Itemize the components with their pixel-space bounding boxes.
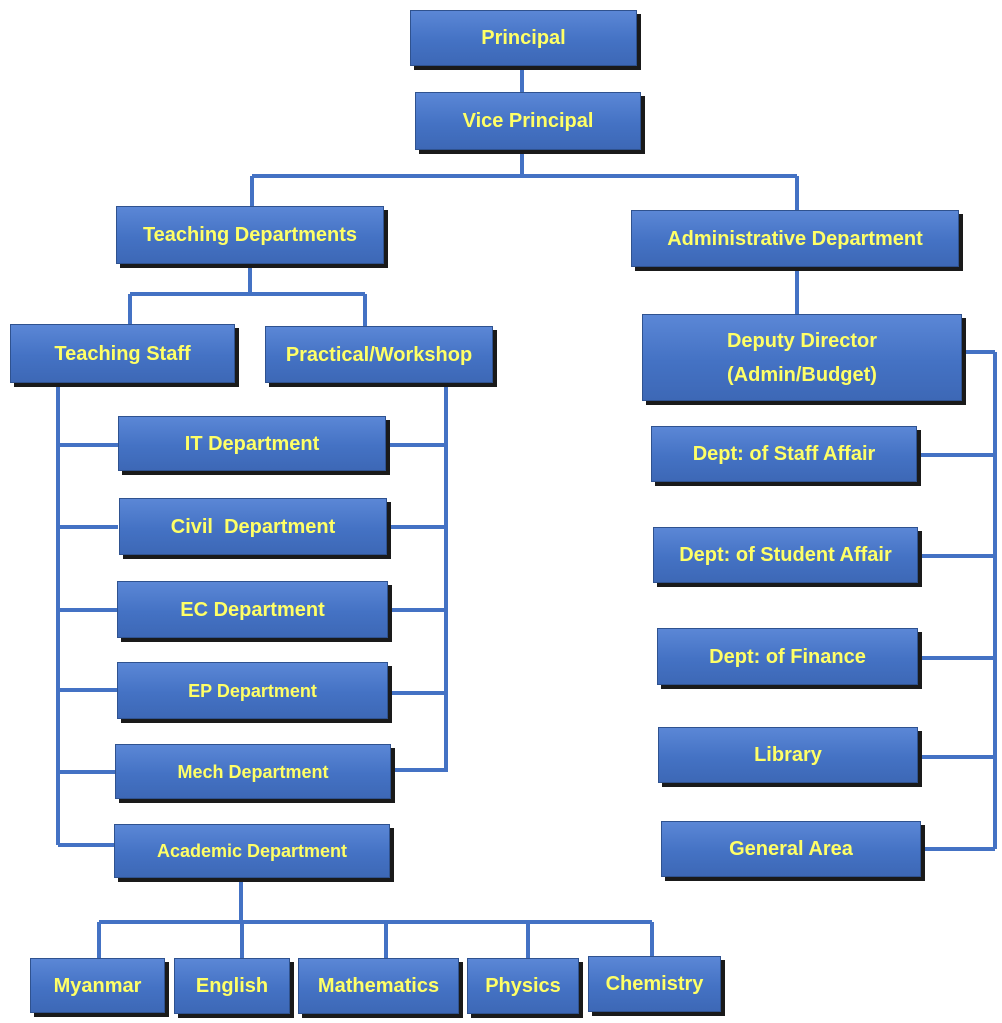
node-vice-principal: Vice Principal — [415, 92, 641, 150]
node-chemistry: Chemistry — [588, 956, 721, 1012]
node-civil-department: Civil Department — [119, 498, 387, 555]
node-ec-department: EC Department — [117, 581, 388, 638]
node-mathematics: Mathematics — [298, 958, 459, 1014]
deputy-director-title: Deputy Director — [726, 329, 878, 352]
node-academic-department: Academic Department — [114, 824, 390, 878]
node-english: English — [174, 958, 290, 1014]
node-library: Library — [658, 727, 918, 783]
node-dept-staff-affair: Dept: of Staff Affair — [651, 426, 917, 482]
node-teaching-departments: Teaching Departments — [116, 206, 384, 264]
node-deputy-director: Deputy Director (Admin/Budget) — [642, 314, 962, 401]
node-myanmar: Myanmar — [30, 958, 165, 1013]
node-teaching-staff: Teaching Staff — [10, 324, 235, 383]
deputy-director-subtitle: (Admin/Budget) — [727, 363, 877, 386]
node-mech-department: Mech Department — [115, 744, 391, 799]
node-dept-finance: Dept: of Finance — [657, 628, 918, 685]
node-practical-workshop: Practical/Workshop — [265, 326, 493, 383]
node-dept-student-affair: Dept: of Student Affair — [653, 527, 918, 583]
node-administrative-department: Administrative Department — [631, 210, 959, 267]
node-it-department: IT Department — [118, 416, 386, 471]
node-ep-department: EP Department — [117, 662, 388, 719]
node-physics: Physics — [467, 958, 579, 1014]
node-general-area: General Area — [661, 821, 921, 877]
node-principal: Principal — [410, 10, 637, 66]
